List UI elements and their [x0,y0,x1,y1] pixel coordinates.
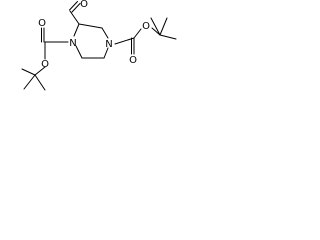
atom-n-left: N [69,38,76,49]
bond-aldehyde-co-1 [69,1,78,11]
atom-o-left-ester: O [41,59,49,70]
bond-left-tbu-me1 [21,68,36,76]
bond-aldehyde-c-ring [69,10,80,25]
bond-left-tbu-me3 [34,74,46,91]
structure-diagram: O N N O O O O [21,0,177,91]
bond-right-tbu-me3 [159,34,177,40]
bond-right-tbu-me1 [150,17,161,36]
bond-aldehyde-co-2 [71,3,81,13]
bond-left-tbu-me2 [23,74,36,90]
bond-left-o-tbu [34,66,46,76]
bond-right-o-tbu [151,27,161,36]
bond-ring-c6-n1 [75,45,83,59]
bond-right-tbu-me2 [159,17,168,36]
bond-right-c-oester [133,28,142,39]
atom-o-right-ester: O [142,21,150,32]
atom-o-right-carbonyl: O [129,55,137,66]
bond-ring-c3-n4 [101,27,109,39]
bond-ring-n4-c5 [103,47,109,59]
bond-n4-carbonyl-c [114,37,135,45]
atom-o-left-carbonyl: O [38,18,46,29]
atom-labels: O N N O O O O [38,0,150,70]
atom-o-aldehyde: O [80,0,88,10]
bonds [21,1,177,91]
bond-ring-c2-c3 [78,23,103,29]
atom-n-right: N [105,39,112,50]
bond-ring-c2-n1 [73,23,80,37]
